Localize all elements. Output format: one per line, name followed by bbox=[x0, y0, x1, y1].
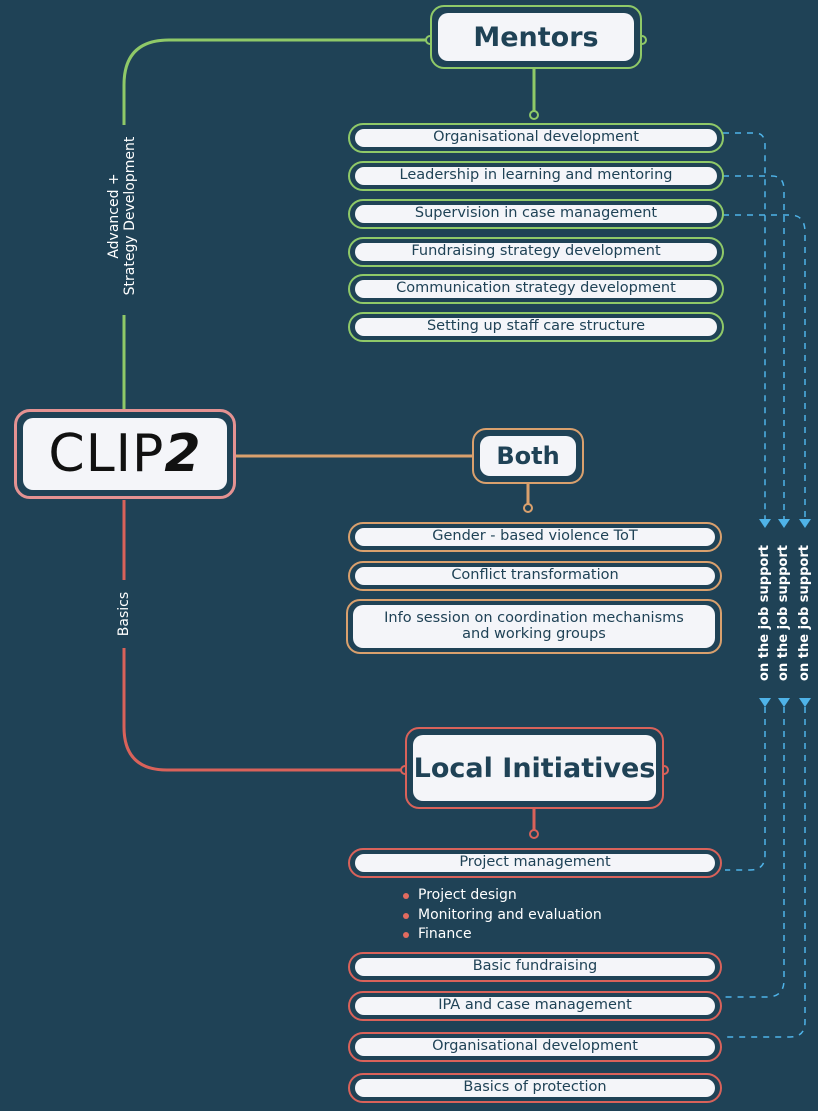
support-line-3 bbox=[723, 214, 806, 520]
local-item-organisational-development[interactable]: Organisational development bbox=[348, 1032, 722, 1062]
support-arrow-bottom-2 bbox=[778, 698, 790, 707]
mentors-item-fundraising-strategy[interactable]: Fundraising strategy development bbox=[348, 237, 724, 267]
local-item-label: Basic fundraising bbox=[355, 958, 715, 976]
both-item-info-label: Info session on coordination mechanisms … bbox=[353, 605, 715, 648]
advanced-label-line1: Advanced + bbox=[106, 173, 122, 259]
support-arrow-bottom-1 bbox=[759, 698, 771, 707]
support-arrow-bottom-3 bbox=[799, 698, 811, 707]
support-label-3: on the job support bbox=[797, 545, 812, 681]
local-item-label: Project management bbox=[355, 854, 715, 872]
mentors-item-leadership[interactable]: Leadership in learning and mentoring bbox=[348, 161, 724, 191]
info-session-line2: and working groups bbox=[462, 625, 606, 642]
support-arrow-top-3 bbox=[799, 519, 811, 528]
support-label-2: on the job support bbox=[776, 545, 791, 681]
mentors-item-label: Organisational development bbox=[355, 129, 717, 147]
mentors-stem-knob bbox=[529, 110, 539, 120]
mentors-title: Mentors bbox=[438, 13, 634, 61]
local-item-basics-of-protection[interactable]: Basics of protection bbox=[348, 1073, 722, 1103]
both-title: Both bbox=[480, 436, 576, 476]
support-line-2b bbox=[725, 707, 785, 998]
advanced-label-line2: Strategy Development bbox=[122, 136, 139, 296]
advanced-branch-label: Advanced + Strategy Development bbox=[106, 121, 142, 311]
mentors-item-communication-strategy[interactable]: Communication strategy development bbox=[348, 274, 724, 304]
subitem-monitoring-evaluation: Monitoring and evaluation bbox=[400, 906, 602, 926]
mentors-item-supervision[interactable]: Supervision in case management bbox=[348, 199, 724, 229]
root-label-bold: 2 bbox=[164, 424, 202, 484]
both-node[interactable]: Both bbox=[472, 428, 584, 484]
local-stem-knob bbox=[529, 829, 539, 839]
bullet-dot-icon bbox=[403, 893, 409, 899]
project-management-subitems: Project design Monitoring and evaluation… bbox=[400, 886, 602, 945]
support-line-3b bbox=[725, 707, 806, 1038]
both-item-info-session[interactable]: Info session on coordination mechanisms … bbox=[346, 599, 722, 654]
connector-basics bbox=[122, 500, 405, 772]
local-initiatives-node[interactable]: Local Initiatives bbox=[405, 727, 664, 809]
mentors-item-label: Setting up staff care structure bbox=[355, 318, 717, 336]
advanced-label-gap bbox=[112, 125, 136, 315]
local-item-project-management[interactable]: Project management bbox=[348, 848, 722, 878]
mentors-item-label: Communication strategy development bbox=[355, 280, 717, 298]
mentors-item-organisational-development[interactable]: Organisational development bbox=[348, 123, 724, 153]
support-line-2 bbox=[723, 175, 785, 520]
connector-advanced bbox=[122, 38, 430, 410]
basics-branch-label: Basics bbox=[116, 591, 132, 637]
both-item-gbv-tot[interactable]: Gender - based violence ToT bbox=[348, 522, 722, 552]
both-item-conflict-transformation[interactable]: Conflict transformation bbox=[348, 561, 722, 591]
local-item-basic-fundraising[interactable]: Basic fundraising bbox=[348, 952, 722, 982]
both-item-label: Conflict transformation bbox=[355, 567, 715, 585]
support-arrow-top-2 bbox=[778, 519, 790, 528]
mentors-item-label: Supervision in case management bbox=[355, 205, 717, 223]
support-label-1: on the job support bbox=[757, 545, 772, 681]
both-item-label: Gender - based violence ToT bbox=[355, 528, 715, 546]
mentors-item-label: Fundraising strategy development bbox=[355, 243, 717, 261]
local-item-label: Basics of protection bbox=[355, 1079, 715, 1097]
mentors-item-staff-care[interactable]: Setting up staff care structure bbox=[348, 312, 724, 342]
subitem-finance: Finance bbox=[400, 925, 602, 945]
mentors-node[interactable]: Mentors bbox=[430, 5, 642, 69]
local-item-label: Organisational development bbox=[355, 1038, 715, 1056]
bullet-dot-icon bbox=[403, 912, 409, 919]
local-item-ipa-case-management[interactable]: IPA and case management bbox=[348, 991, 722, 1021]
subitem-label: Finance bbox=[418, 926, 472, 942]
subitem-label: Monitoring and evaluation bbox=[418, 906, 602, 923]
both-stem-knob bbox=[523, 503, 533, 513]
support-arrow-top-1 bbox=[759, 519, 771, 528]
subitem-project-design: Project design bbox=[400, 886, 602, 906]
basics-label-gap bbox=[112, 580, 136, 648]
support-line-1b bbox=[725, 707, 766, 871]
mentors-item-label: Leadership in learning and mentoring bbox=[355, 167, 717, 185]
support-line-1 bbox=[723, 132, 766, 520]
root-label-plain: CLIP bbox=[48, 424, 165, 484]
bullet-dot-icon bbox=[403, 932, 409, 938]
subitem-label: Project design bbox=[418, 887, 517, 903]
local-initiatives-title: Local Initiatives bbox=[413, 735, 656, 801]
info-session-line1: Info session on coordination mechanisms bbox=[384, 609, 684, 626]
local-item-label: IPA and case management bbox=[355, 997, 715, 1015]
